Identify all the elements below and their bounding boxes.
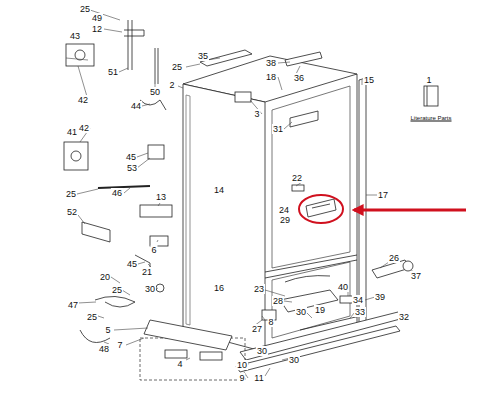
callout-number: 18 [265,72,277,82]
callout-number: 39 [374,292,386,302]
callout-number: 10 [236,360,248,370]
callout-number: 9 [238,373,245,383]
callout-number: 12 [91,24,103,34]
callout-number: 19 [314,305,326,315]
callout-number: 15 [363,75,375,85]
callout-number: 25 [86,312,98,322]
callout-number: 23 [253,284,265,294]
callout-number: 40 [337,282,349,292]
callout-number: 20 [99,272,111,282]
callout-number: 36 [293,73,305,83]
callout-number: 30 [295,307,307,317]
callout-number: 30 [288,355,300,365]
callout-number: 25 [65,189,77,199]
callout-number: 47 [67,300,79,310]
callout-number: 25 [79,4,91,14]
callout-number: 46 [111,188,123,198]
callout-number: 49 [91,13,103,23]
callout-number: 51 [107,67,119,77]
callout-number: 32 [398,312,410,322]
callout-number: 25 [171,62,183,72]
callout-number: 7 [116,340,123,350]
callout-number: 52 [66,207,78,217]
callout-number: 22 [291,173,303,183]
callout-number: 16 [213,283,225,293]
callout-number: 6 [150,245,157,255]
callout-number: 35 [197,51,209,61]
callout-number: 42 [78,123,90,133]
callout-number: 5 [104,325,111,335]
callout-number: 31 [272,124,284,134]
callout-number: 13 [155,192,167,202]
callout-number: 29 [279,215,291,225]
callout-number: 28 [272,296,284,306]
callout-number: 34 [352,295,364,305]
callout-number: 30 [144,284,156,294]
callout-number: 26 [388,253,400,263]
callout-number: 21 [141,267,153,277]
callout-number: 27 [251,324,263,334]
callout-number: 45 [125,152,137,162]
callout-number: 50 [149,87,161,97]
callout-number: 43 [69,31,81,41]
callout-number: 11 [253,373,264,383]
callout-number: 48 [98,344,110,354]
callout-number: 38 [265,58,277,68]
callout-number: 14 [213,185,225,195]
callout-number: 44 [130,101,142,111]
callout-number: 2 [168,80,175,90]
callout-number: 24 [278,205,290,215]
callout-number: 33 [354,307,366,317]
callout-number: 41 [66,127,78,137]
callout-number: 17 [377,190,389,200]
callout-number: 8 [267,317,274,327]
callout-number: 37 [410,271,422,281]
callout-number: 45 [126,259,138,269]
part-label: Literature Parts [409,115,452,122]
callout-number: 53 [126,163,138,173]
callout-number: 30 [256,346,268,356]
callout-number: 4 [176,359,183,369]
callout-number: 25 [111,285,123,295]
callout-number: 1 [425,75,432,85]
callout-number: 3 [253,109,260,119]
callout-number: 42 [77,95,89,105]
